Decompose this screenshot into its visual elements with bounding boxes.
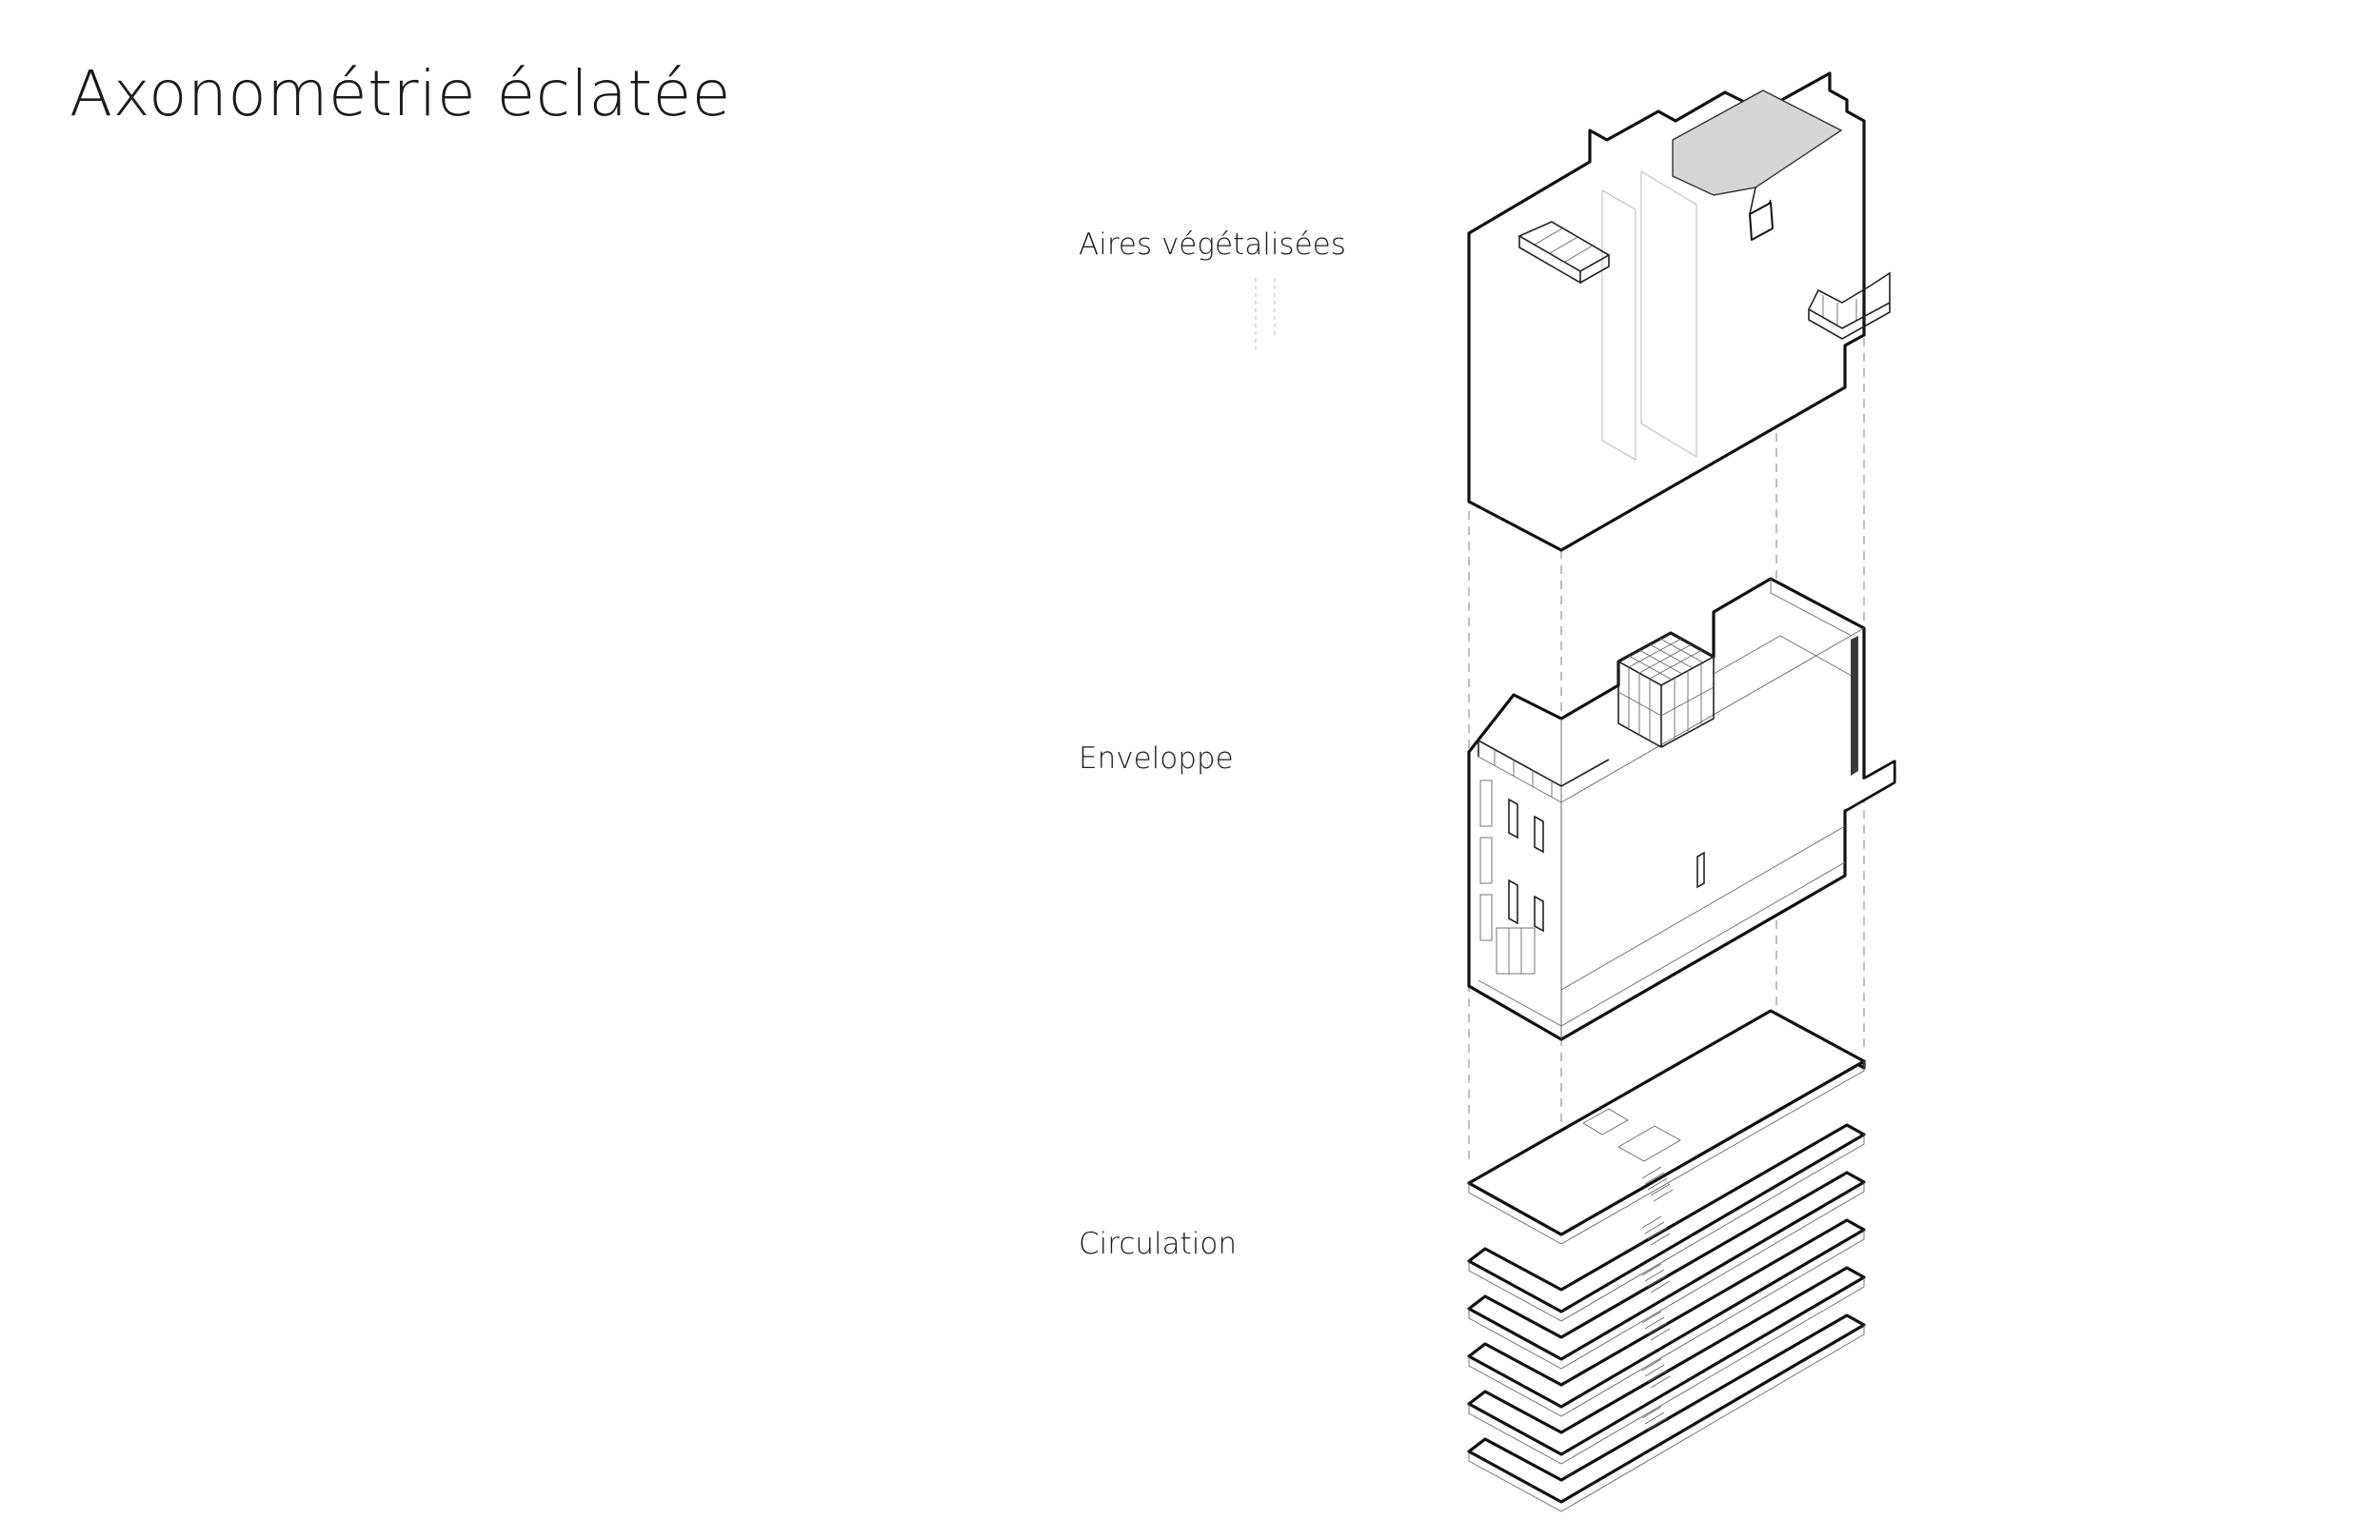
facade-windows (1479, 780, 1705, 975)
vegetation-layer-outline (1467, 71, 1866, 552)
green-wall-right (1640, 170, 1697, 458)
layer-enveloppe (1467, 577, 1896, 1041)
floor-plate-2 (1467, 1123, 1866, 1322)
page-title: Axonométrie éclatée (69, 57, 731, 130)
side-facade-shadow (1851, 636, 1858, 776)
building-envelope-outline (1467, 577, 1896, 1041)
floor-plate-6 (1467, 1313, 1866, 1512)
glazed-pergola (1616, 632, 1716, 748)
side-balcony (1844, 760, 1896, 812)
floor-plate-5 (1467, 1266, 1866, 1465)
label-aires-vegetalisees: Aires végétalisées (1079, 227, 1346, 262)
green-wall-left (1601, 189, 1636, 461)
planter-boxes-right (1807, 271, 1891, 340)
label-circulation: Circulation (1079, 1227, 1238, 1261)
rooftop-railing (1478, 739, 1610, 797)
label-leader-marks (1255, 278, 1276, 352)
stair-runs (1641, 1166, 1674, 1431)
floor-plate-1 (1467, 1009, 1866, 1245)
floor-plate-4 (1467, 1218, 1866, 1417)
layer-aires-vegetalisees (1467, 71, 1891, 552)
label-enveloppe: Enveloppe (1079, 741, 1234, 776)
planter-boxes-left (1517, 221, 1611, 285)
layer-circulation (1467, 1009, 1866, 1512)
floor-plate-3 (1467, 1171, 1866, 1370)
